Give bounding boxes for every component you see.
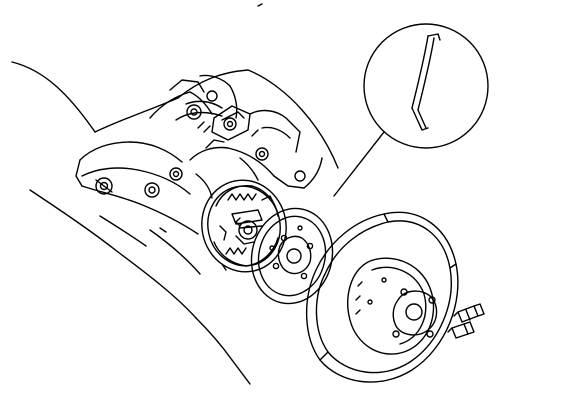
- rod-detail: [411, 33, 441, 131]
- brake-backing-plate: [201, 179, 287, 273]
- brake-drum: [250, 207, 334, 305]
- hub-bolts: [447, 303, 485, 339]
- bolt-upper: [453, 303, 485, 323]
- suspension-chassis-background: [11, 3, 339, 385]
- detail-callout: [333, 23, 489, 197]
- bolt-lower: [447, 321, 475, 339]
- brake-disc: [306, 211, 459, 383]
